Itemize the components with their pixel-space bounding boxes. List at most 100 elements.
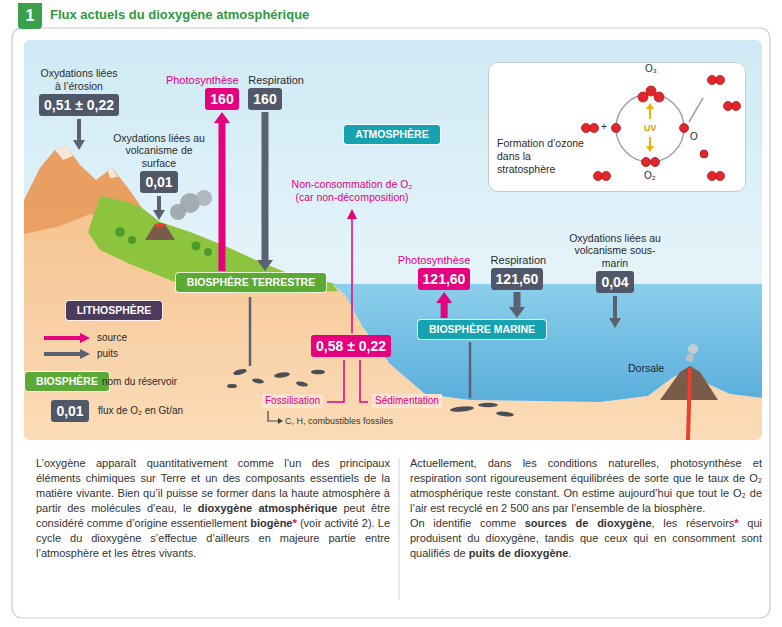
ozone-inset: [590, 124, 599, 133]
ridge: [686, 354, 694, 362]
legend-entry: nom du réservoir: [102, 376, 177, 388]
fossils: [496, 411, 514, 417]
reservoir-box: LITHOSPHÈRE: [66, 301, 163, 320]
ozone-inset: [680, 124, 689, 133]
volcano: [155, 223, 165, 227]
text-column: Actuellement, dans les conditions nature…: [410, 456, 762, 561]
node-text: 0,51 ± 0,22: [44, 96, 114, 114]
node-text: 1: [18, 3, 42, 29]
flux-value-box: 0,58 ± 0,22: [311, 335, 391, 357]
flux-value-box: Respiration160: [248, 88, 281, 110]
flux-value-box: Photosynthèse160: [205, 88, 238, 110]
flow-arrow: [436, 292, 452, 318]
volcano: [196, 190, 212, 206]
ozone-inset: [642, 158, 651, 167]
hills: [88, 196, 338, 293]
ridge: [660, 344, 718, 440]
sea-surface: [334, 282, 762, 284]
number-badge: 1: [18, 3, 42, 29]
node-text: Formation d’ozone dans la stratosphère: [497, 137, 589, 176]
ozone-inset: [649, 109, 651, 119]
arrow-head: [278, 418, 283, 424]
ozone-inset: [646, 86, 656, 96]
node-text: 0,01: [145, 173, 172, 191]
frame: [12, 28, 770, 618]
flux-heading: Oxydations liées à l’érosion: [37, 67, 121, 92]
node-text: 0,04: [601, 273, 628, 291]
body-text: Actuellement, dans les conditions nature…: [410, 457, 762, 514]
reservoir-box: BIOSPHÈRE MARINE: [418, 320, 546, 339]
node-text: 160: [210, 90, 233, 108]
ozone-inset: [582, 76, 741, 181]
flux-heading: Respiration: [491, 254, 547, 267]
fossils: [227, 384, 237, 388]
legend-sample: [80, 349, 90, 359]
burial-line: [268, 411, 278, 421]
legend-sample-box: 0,01: [51, 400, 88, 422]
snow: [55, 146, 118, 178]
fossils: [450, 405, 474, 412]
ozone-inset: [612, 124, 621, 133]
node-text: LITHOSPHÈRE: [77, 304, 152, 317]
annotation-label: Non-consommation de O₂ (car non-décompos…: [287, 178, 417, 204]
ozone-inset: [616, 94, 684, 162]
flux-arrow: [77, 119, 81, 140]
legend-text: flux de O₂ en Gt/an: [98, 405, 183, 416]
legend-sample: [44, 336, 80, 340]
flux-value-box: Respiration121,60: [491, 268, 544, 290]
arrow-head: [347, 209, 357, 219]
flux-heading: Oxydations liées au volcanisme de surfac…: [107, 132, 211, 170]
flux-arrow: [157, 196, 161, 210]
trees: [128, 236, 136, 244]
arrow-head: [436, 292, 452, 303]
glossary-mark: *: [734, 517, 738, 529]
ozone-inset: [488, 62, 746, 192]
ozone-inset: [646, 146, 654, 152]
legend-text: source: [97, 332, 127, 343]
diagram-title: Flux actuels du dioxygène atmosphérique: [50, 7, 309, 22]
landscape: [24, 40, 762, 440]
paragraph: Actuellement, dans les conditions nature…: [410, 456, 762, 516]
ridge: [688, 344, 698, 354]
reservoir-box: BIOSPHÈRE TERRESTRE: [176, 273, 326, 292]
paragraph: L’oxygène apparaît quantitativement comm…: [36, 456, 390, 561]
fossils: [233, 368, 248, 376]
flux-value-box: Oxydations liées à l’érosion0,51 ± 0,22: [39, 94, 119, 116]
key-term: dioxygène atmosphérique: [198, 502, 337, 514]
legend-sample: [80, 333, 90, 343]
chemical-label: O: [690, 131, 698, 143]
volcano: [145, 190, 212, 240]
flux-value-box: Oxydations liées au volcanisme de surfac…: [140, 171, 177, 193]
flux-arrow: [613, 296, 617, 318]
flux-heading: Oxydations liées au volcanisme sous-mari…: [563, 232, 667, 270]
glossary-mark: *: [292, 517, 296, 529]
arrow-shaft: [218, 123, 225, 271]
ozone-inset: [700, 150, 708, 158]
fossils: [311, 370, 325, 375]
body-text: On identifie comme: [410, 517, 516, 529]
flux-heading: Photosynthèse: [166, 74, 239, 87]
ozone-inset: [488, 62, 746, 192]
ozone-inset: [732, 102, 741, 111]
ozone-inset: [716, 76, 725, 85]
process-label: Fossilisation: [262, 394, 323, 408]
arrow-head: [214, 112, 230, 123]
flux-arrow: [609, 318, 621, 328]
flow-arrow: [214, 112, 230, 271]
node-text: BIOSPHÈRE MARINE: [429, 323, 535, 336]
arrow-shaft: [513, 292, 520, 307]
legend-text: nom du réservoir: [102, 376, 177, 387]
trees: [115, 227, 125, 237]
fossils: [274, 371, 291, 378]
key-term: sources de dioxygène: [525, 517, 652, 529]
place-label: Dorsale: [628, 362, 664, 374]
volcano: [145, 224, 175, 240]
fossils: [296, 381, 309, 388]
burial-line: [469, 342, 472, 398]
flux-value-box: Photosynthèse121,60: [418, 268, 471, 290]
key-term: puits de dioxygène: [469, 547, 569, 559]
node-text: ATMOSPHÈRE: [355, 128, 428, 141]
flow-arrow: [257, 112, 273, 271]
chemical-label: +: [601, 121, 607, 133]
